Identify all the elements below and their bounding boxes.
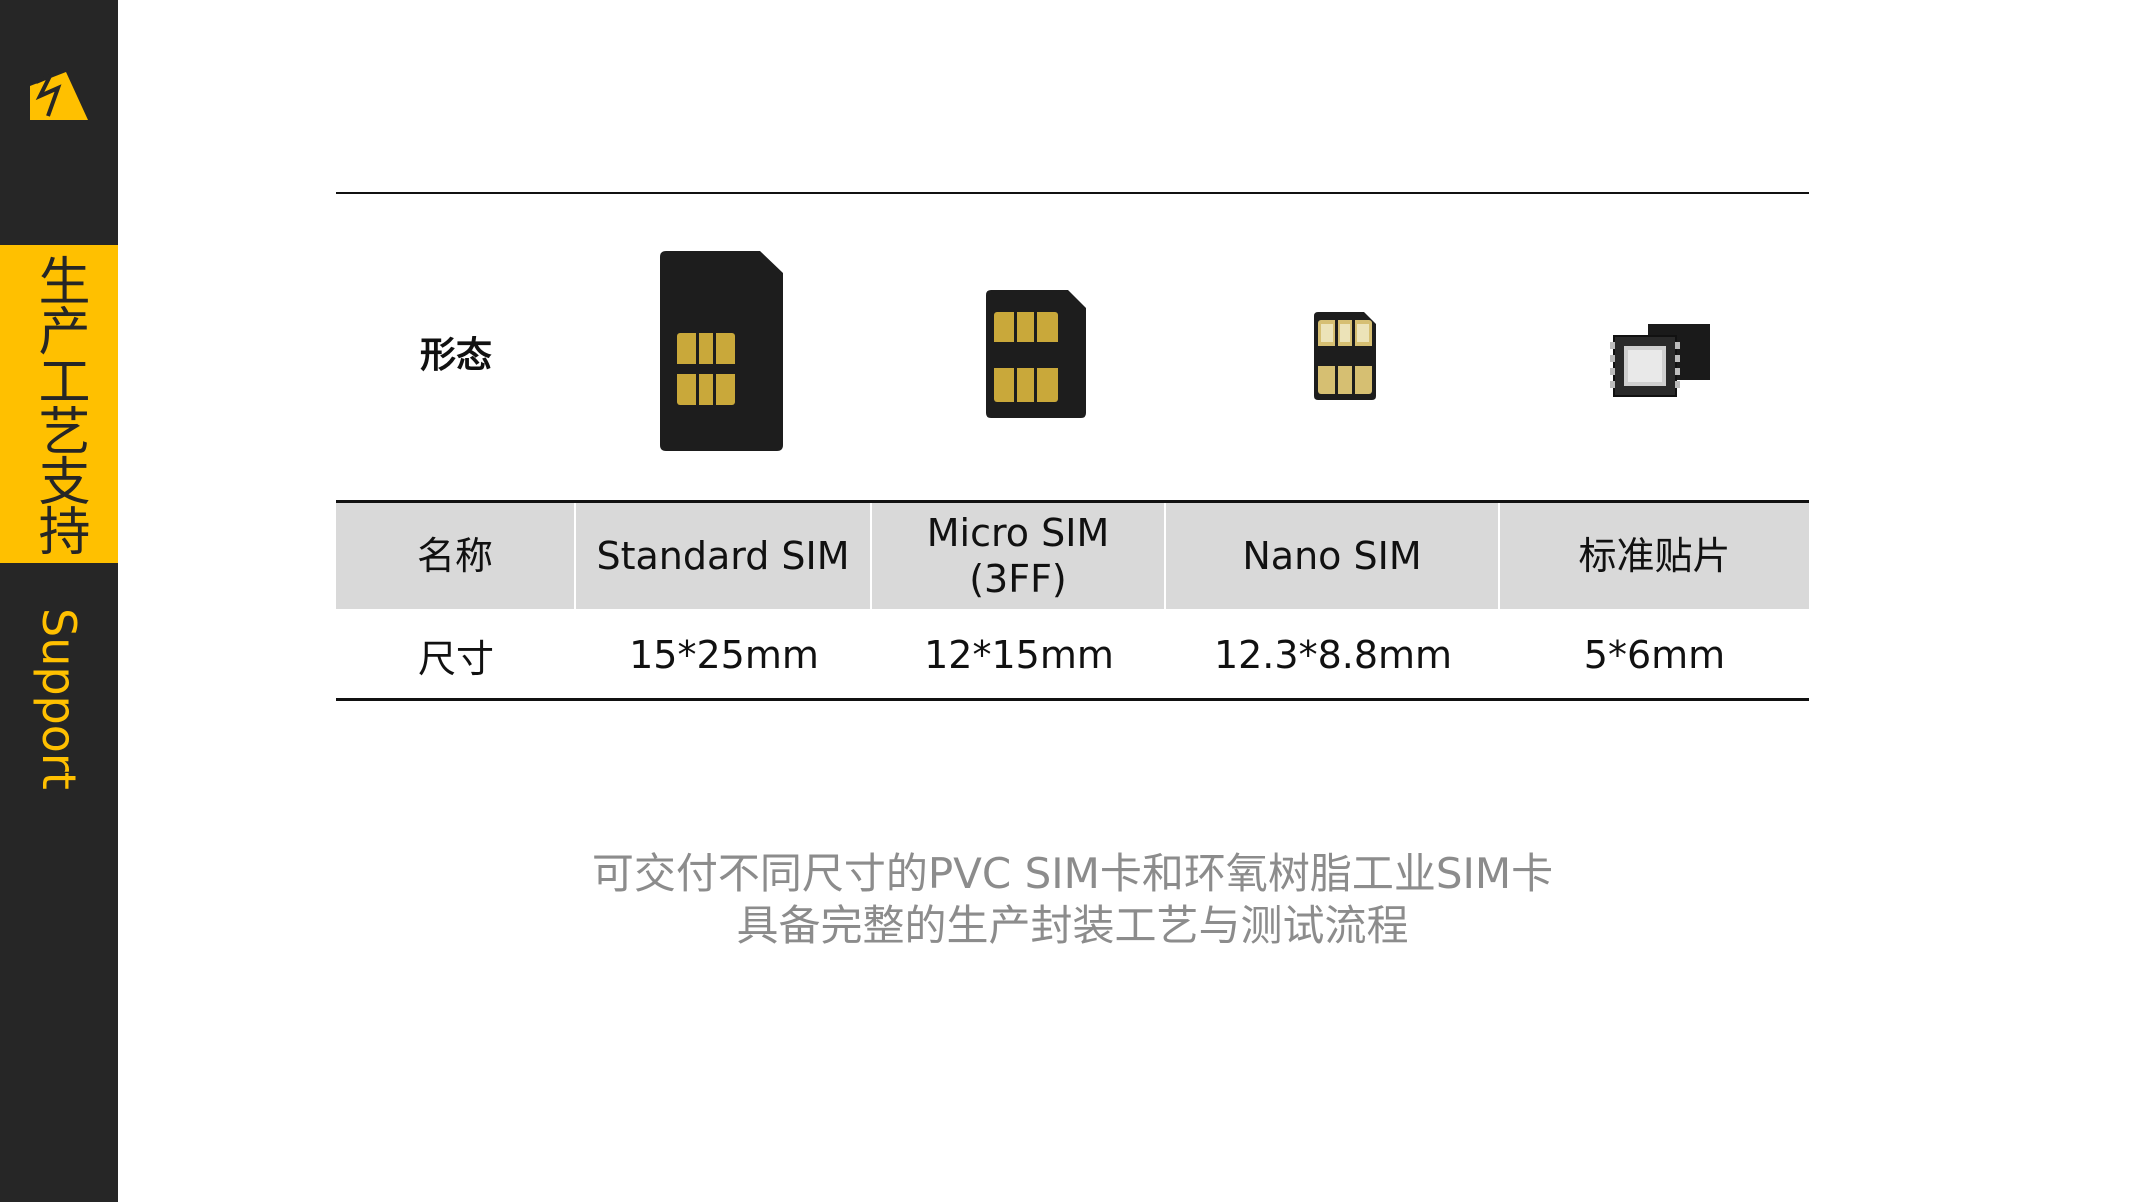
sidebar [0, 0, 118, 1202]
name-cell-nano-sim: Nano SIM [1166, 503, 1500, 609]
name-cell-micro-sim-line1: Micro SIM [926, 511, 1110, 555]
nano-sim-card-image [1314, 312, 1376, 400]
name-row-label: 名称 [336, 503, 576, 609]
standard-sim-card-image [660, 251, 783, 451]
sidebar-subtitle: Support [32, 608, 86, 790]
size-cell-embedded-chip: 5*6mm [1583, 633, 1726, 677]
name-cell-standard-sim: Standard SIM [576, 503, 872, 609]
embedded-sim-chip-image [1610, 324, 1710, 397]
form-row-label: 形态 [419, 335, 492, 376]
table-bottom-rule [336, 698, 1809, 701]
name-cell-embedded-chip: 标准贴片 [1578, 534, 1731, 578]
table-size-row: 尺寸 15*25mm 12*15mm 12.3*8.8mm 5*6mm [336, 612, 1809, 698]
size-cell-nano-sim: 12.3*8.8mm [1213, 633, 1453, 677]
micro-sim-card-image [986, 290, 1086, 418]
table-name-row: 名称 Standard SIM Micro SIM (3FF) Nano SIM… [336, 503, 1809, 609]
sidebar-tab-label: 生产工艺支持 [29, 254, 89, 554]
table-mid-rule [336, 500, 1809, 503]
name-cell-micro-sim: Micro SIM (3FF) [872, 503, 1166, 609]
name-cell-micro-sim-line2: (3FF) [969, 557, 1067, 601]
table-top-rule [336, 192, 1809, 194]
size-cell-standard-sim: 15*25mm [629, 633, 819, 677]
caption-line-1: 可交付不同尺寸的PVC SIM卡和环氧树脂工业SIM卡 [591, 849, 1554, 898]
sidebar-active-tab[interactable] [0, 245, 118, 563]
company-logo-icon [30, 72, 88, 120]
size-row-label: 尺寸 [417, 636, 494, 681]
caption-line-2: 具备完整的生产封装工艺与测试流程 [736, 901, 1409, 950]
size-cell-micro-sim: 12*15mm [924, 633, 1114, 677]
